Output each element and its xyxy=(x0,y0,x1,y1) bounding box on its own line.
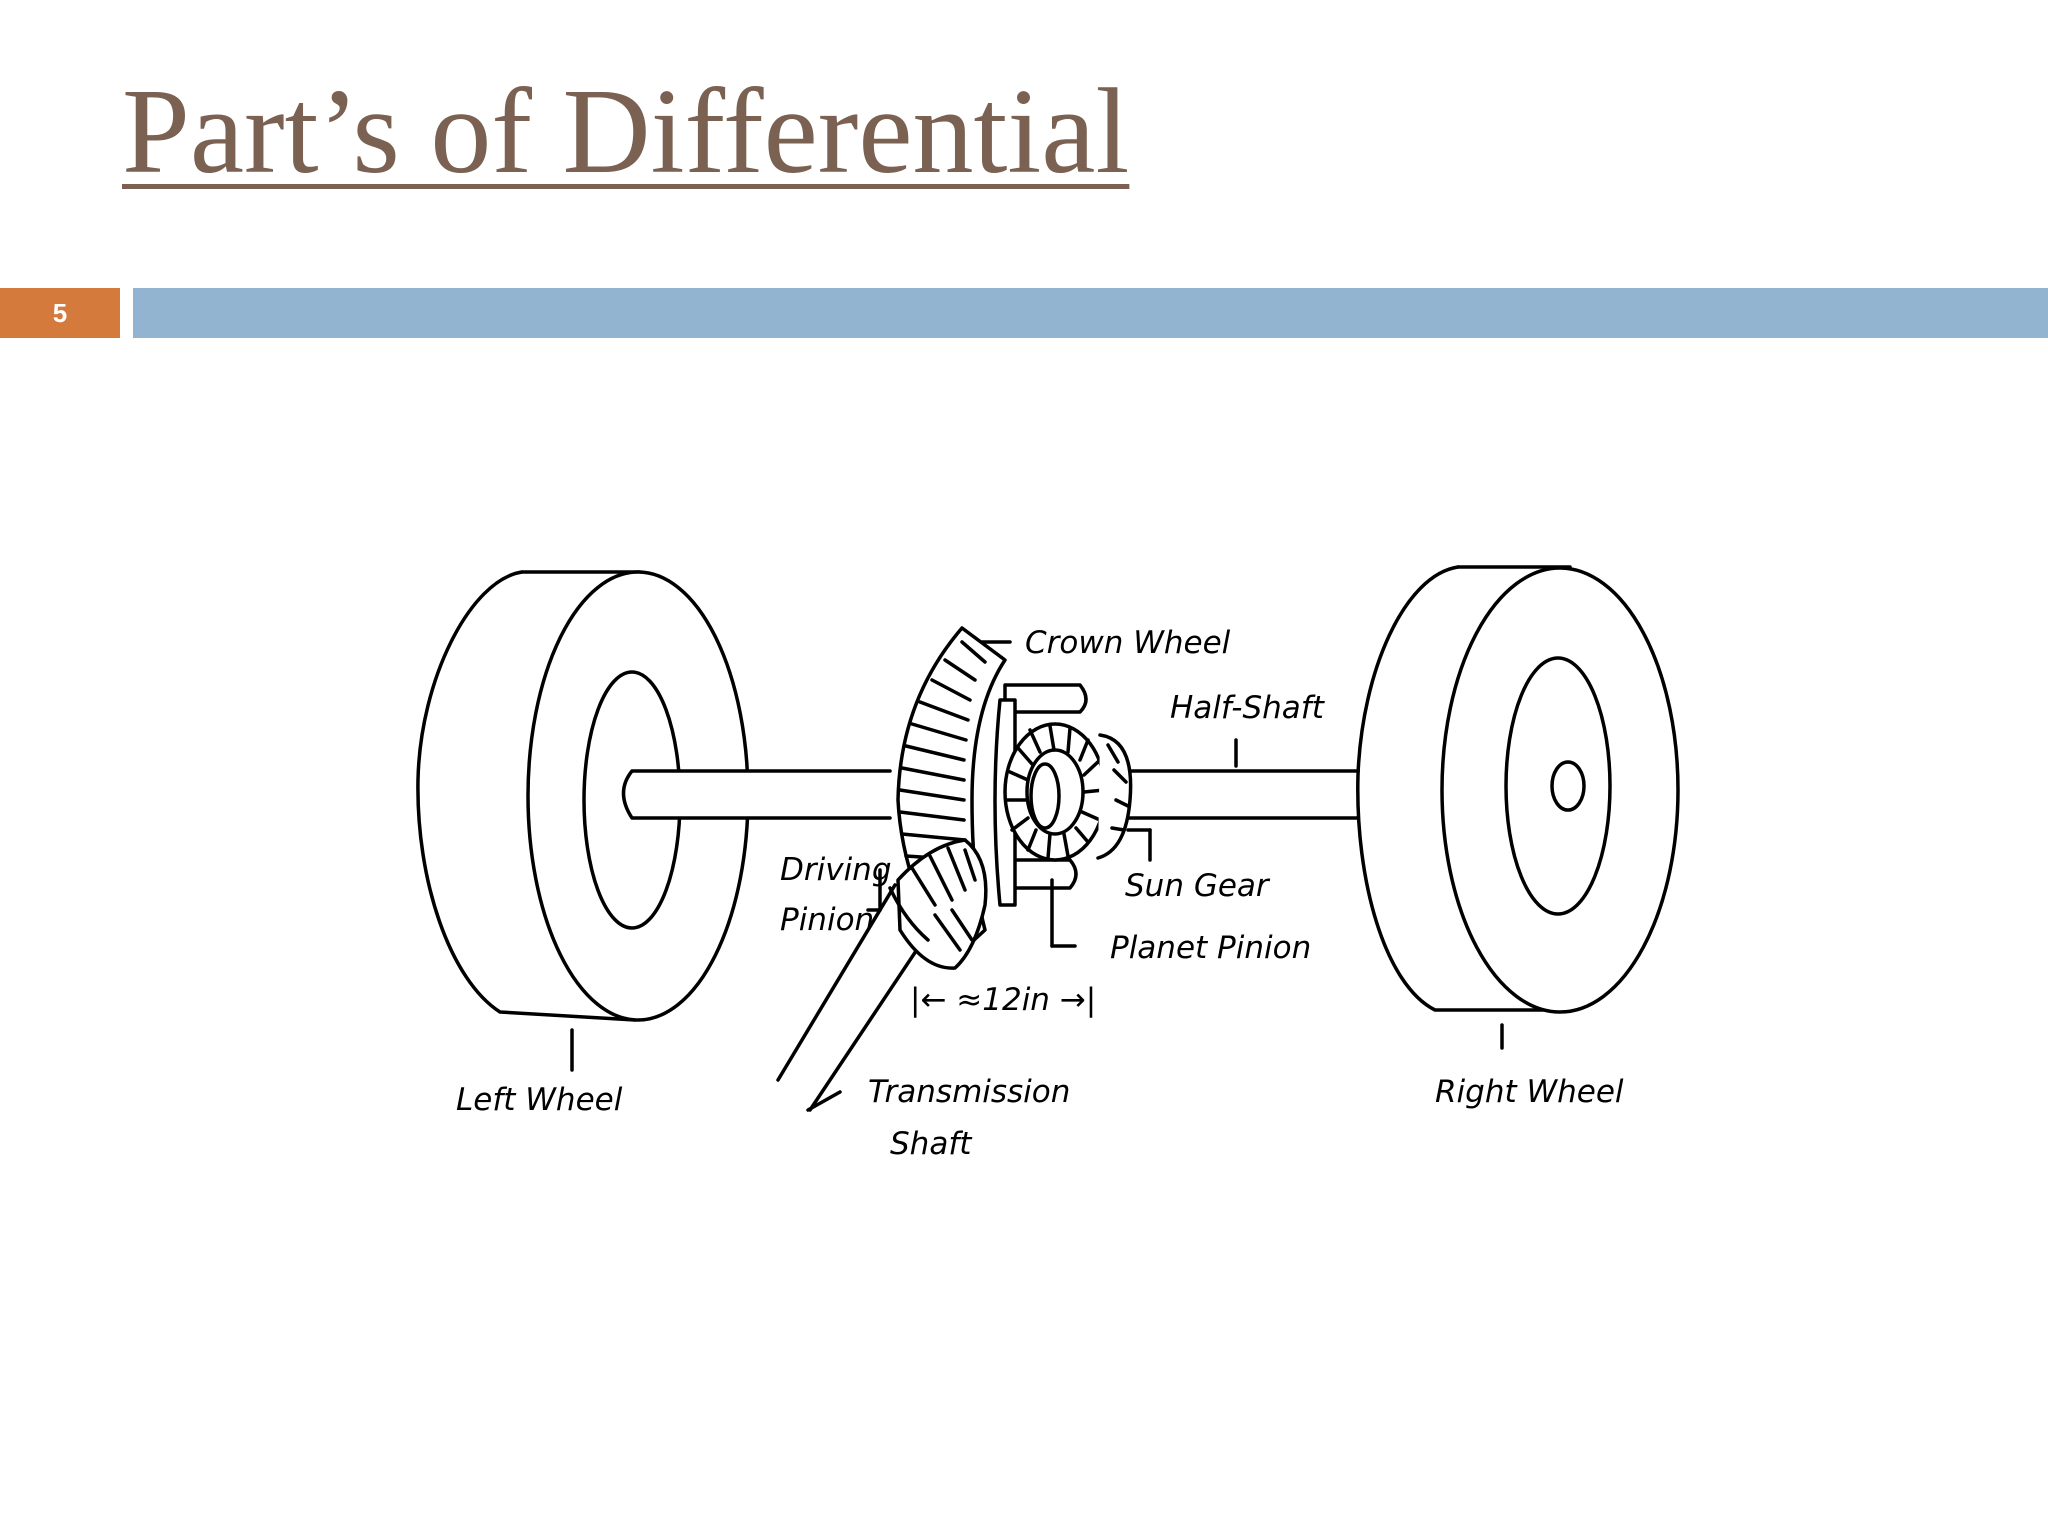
driving-pinion xyxy=(888,838,988,970)
label-transmission: Transmission xyxy=(868,1074,1070,1110)
right-half-shaft xyxy=(1109,769,1360,820)
label-driving: Driving xyxy=(780,852,892,888)
planet-pinion xyxy=(1096,733,1133,860)
leader-lines xyxy=(570,640,1504,1112)
label-sun-gear: Sun Gear xyxy=(1125,868,1271,904)
label-right-wheel: Right Wheel xyxy=(1435,1074,1624,1110)
label-planet-pinion: Planet Pinion xyxy=(1110,930,1311,966)
label-pinion: Pinion xyxy=(780,902,874,938)
right-wheel xyxy=(1356,565,1680,1014)
header-band xyxy=(133,288,2048,338)
label-dimension: |← ≈12in →| xyxy=(910,982,1096,1018)
label-half-shaft: Half-Shaft xyxy=(1170,690,1326,726)
left-half-shaft xyxy=(621,769,892,820)
label-shaft: Shaft xyxy=(890,1126,973,1162)
label-left-wheel: Left Wheel xyxy=(456,1082,623,1118)
sun-gear xyxy=(1003,722,1107,862)
label-crown-wheel: Crown Wheel xyxy=(1025,625,1231,661)
slide-number: 5 xyxy=(0,288,120,338)
slide-title: Part’s of Differential xyxy=(122,64,1130,199)
